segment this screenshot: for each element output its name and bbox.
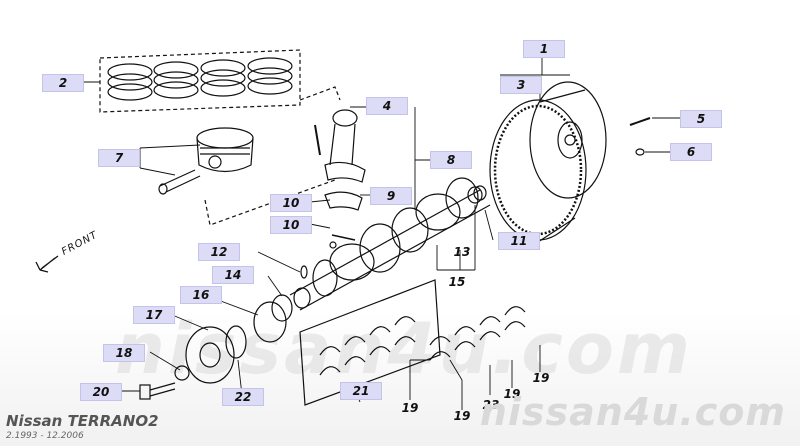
label-part-19-c[interactable]: 19 [503, 387, 521, 401]
label-part-20[interactable]: 20 [80, 383, 122, 401]
label-part-17[interactable]: 17 [133, 306, 175, 324]
piston-ring-set-1 [107, 63, 153, 101]
label-part-14[interactable]: 14 [212, 266, 254, 284]
label-part-4[interactable]: 4 [366, 97, 408, 115]
label-part-2[interactable]: 2 [42, 74, 84, 92]
watermark: nissan4u.com [479, 390, 786, 434]
watermark-background: nissan4u.com [115, 308, 693, 390]
label-part-9[interactable]: 9 [370, 187, 412, 205]
label-part-6[interactable]: 6 [670, 143, 712, 161]
label-part-15[interactable]: 15 [448, 275, 466, 289]
label-part-11[interactable]: 11 [498, 232, 540, 250]
model-years: 2.1993 - 12.2006 [6, 431, 84, 441]
label-part-19-d[interactable]: 19 [532, 371, 550, 385]
piston-ring-set-3 [200, 59, 246, 97]
label-part-16[interactable]: 16 [180, 286, 222, 304]
bearing-shells-lower [429, 306, 526, 361]
label-part-10-upper[interactable]: 10 [270, 194, 312, 212]
label-part-22[interactable]: 22 [222, 388, 264, 406]
model-title: Nissan TERRANO2 [6, 412, 159, 430]
label-part-1[interactable]: 1 [523, 40, 565, 58]
flywheel-drawing [489, 81, 607, 243]
piston-rings-box [99, 49, 301, 113]
label-part-12[interactable]: 12 [198, 243, 240, 261]
label-part-7[interactable]: 7 [98, 149, 140, 167]
piston-ring-set-2 [153, 61, 199, 99]
label-part-23[interactable]: 23 [482, 398, 500, 412]
connecting-rod-drawing [314, 109, 366, 249]
crankshaft-drawing [289, 177, 491, 311]
label-part-19-a[interactable]: 19 [401, 401, 419, 415]
label-part-19-b[interactable]: 19 [453, 409, 471, 423]
label-part-8[interactable]: 8 [430, 151, 472, 169]
piston-ring-set-4 [247, 57, 293, 95]
label-part-18[interactable]: 18 [103, 344, 145, 362]
front-arrow [35, 255, 59, 273]
front-components [139, 265, 308, 400]
label-part-3[interactable]: 3 [500, 76, 542, 94]
piston-drawing [158, 127, 254, 195]
label-part-5[interactable]: 5 [680, 110, 722, 128]
label-part-21[interactable]: 21 [340, 382, 382, 400]
label-part-10-lower[interactable]: 10 [270, 216, 312, 234]
label-part-13[interactable]: 13 [453, 245, 471, 259]
bearing-shells-upper [299, 279, 441, 406]
